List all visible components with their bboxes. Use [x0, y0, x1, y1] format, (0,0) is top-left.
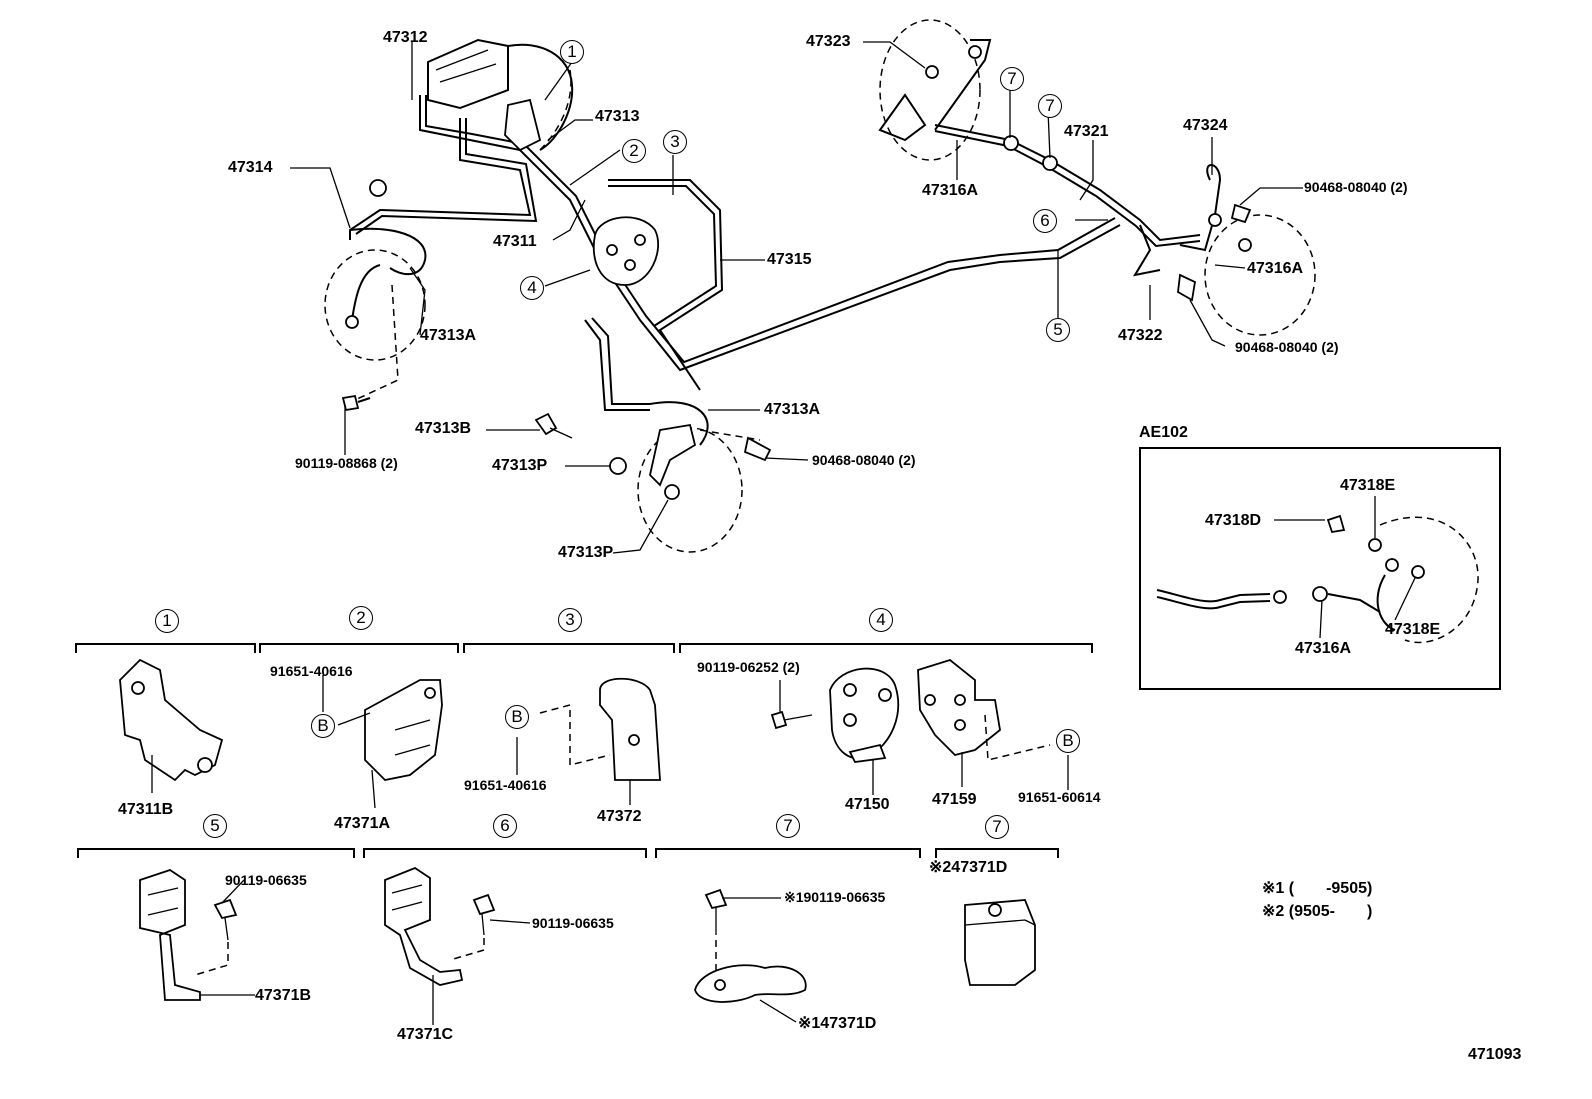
group-callout-3: 3	[558, 608, 582, 632]
bracket-1	[504, 98, 542, 152]
callout-2: 2	[622, 139, 646, 163]
label-90468-08040-center: 90468-08040 (2)	[812, 452, 916, 468]
leader-lines	[151, 41, 1416, 1025]
bolt-47313B	[534, 412, 573, 439]
label-90119-06252: 90119-06252 (2)	[697, 659, 800, 675]
bolt-90119-06252	[770, 710, 813, 730]
master-cylinder-reservoir	[427, 38, 574, 151]
callout-7-b: 7	[1038, 94, 1062, 118]
label-47315: 47315	[767, 251, 812, 268]
label-90468-08040-top: 90468-08040 (2)	[1304, 179, 1408, 195]
callout-4: 4	[520, 276, 544, 300]
label-47372: 47372	[597, 808, 642, 825]
label-47324: 47324	[1183, 117, 1228, 134]
label-47316A-right: 47316A	[1247, 260, 1304, 277]
label-47311: 47311	[493, 233, 537, 250]
label-47313P-bottom: 47313P	[558, 544, 614, 561]
footnote-1: ※1 ( -9505)	[1262, 880, 1373, 897]
front-brake-tubes	[349, 95, 1121, 446]
label-47311B: 47311B	[118, 801, 174, 818]
label-47316A-top: 47316A	[922, 182, 979, 199]
clamp-47371D-new	[964, 899, 1036, 986]
label-47371B: 47371B	[255, 987, 312, 1004]
label-47371C: 47371C	[397, 1026, 454, 1043]
label-47313: 47313	[595, 108, 640, 125]
label-47318E-bottom: 47318E	[1385, 621, 1441, 638]
bracket-47159	[917, 658, 1051, 761]
clamp-47371B	[139, 869, 238, 1001]
bracket-47311B	[119, 658, 224, 782]
callout-3: 3	[663, 130, 687, 154]
label-47316A-ae102: 47316A	[1295, 640, 1352, 657]
label-90119-06635-group5: 90119-06635	[225, 872, 307, 888]
group-callout-2: 2	[349, 606, 373, 630]
label-47318E-top: 47318E	[1340, 477, 1396, 494]
bracket-47372	[539, 677, 661, 781]
rear-left-wheel	[878, 19, 992, 161]
label-47313B: 47313B	[415, 420, 472, 437]
label-47322: 47322	[1118, 327, 1163, 344]
label-47318D: 47318D	[1205, 512, 1262, 529]
rear-brake-tubes	[934, 124, 1201, 277]
callout-b-group3: B	[505, 705, 529, 729]
label-47313A-left: 47313A	[420, 327, 477, 344]
callout-b-group4: B	[1056, 729, 1080, 753]
nut-47313P	[609, 457, 627, 475]
callout-7-a: 7	[1000, 67, 1024, 91]
label-47371D-group7: ※147371D	[798, 1015, 877, 1032]
group-callout-4: 4	[869, 608, 893, 632]
group-callout-7: 7	[776, 814, 800, 838]
ae102-frame	[1139, 447, 1501, 690]
label-90468-08040-right: 90468-08040 (2)	[1235, 339, 1339, 355]
group-callout-1: 1	[155, 609, 179, 633]
right-front-hose	[637, 423, 772, 553]
label-90119-06635-group7: ※190119-06635	[784, 889, 886, 905]
label-90119-06635-group6: 90119-06635	[532, 915, 614, 931]
callout-6: 6	[1033, 209, 1057, 233]
callout-1: 1	[560, 40, 584, 64]
bracket-47371A	[364, 679, 443, 781]
label-47321: 47321	[1064, 123, 1109, 140]
rear-right-wheel	[1177, 164, 1316, 336]
label-47312: 47312	[383, 29, 428, 46]
label-47371A: 47371A	[334, 815, 391, 832]
callout-5: 5	[1046, 318, 1070, 342]
group-callout-7-b: 7	[985, 815, 1009, 839]
footnote-2: ※2 (9505- )	[1262, 903, 1373, 920]
label-91651-40616-group3: 91651-40616	[464, 777, 547, 793]
label-90119-08868: 90119-08868 (2)	[295, 455, 398, 471]
label-47314: 47314	[228, 159, 273, 176]
label-91651-60614: 91651-60614	[1018, 789, 1101, 805]
clamp-47371C	[384, 866, 496, 986]
valve-47150	[829, 667, 900, 763]
ae102-detail-drawing	[1156, 514, 1479, 644]
group-callout-5: 5	[203, 814, 227, 838]
label-47150: 47150	[845, 796, 890, 813]
group-header-lines	[75, 643, 1093, 858]
label-47323: 47323	[806, 33, 851, 50]
label-47159: 47159	[932, 791, 977, 808]
diagram-code: 471093	[1468, 1046, 1522, 1063]
proportioning-valve	[592, 216, 660, 286]
group-callout-6: 6	[493, 814, 517, 838]
label-47371D-group7b: ※247371D	[929, 859, 1008, 876]
callout-b-group2: B	[311, 714, 335, 738]
label-47313P-top: 47313P	[492, 457, 548, 474]
clamp-47371D	[694, 888, 807, 1003]
left-front-hose	[324, 179, 427, 412]
ae102-title: AE102	[1139, 424, 1188, 441]
label-91651-40616-group2: 91651-40616	[270, 663, 353, 679]
label-47313A-center: 47313A	[764, 401, 821, 418]
